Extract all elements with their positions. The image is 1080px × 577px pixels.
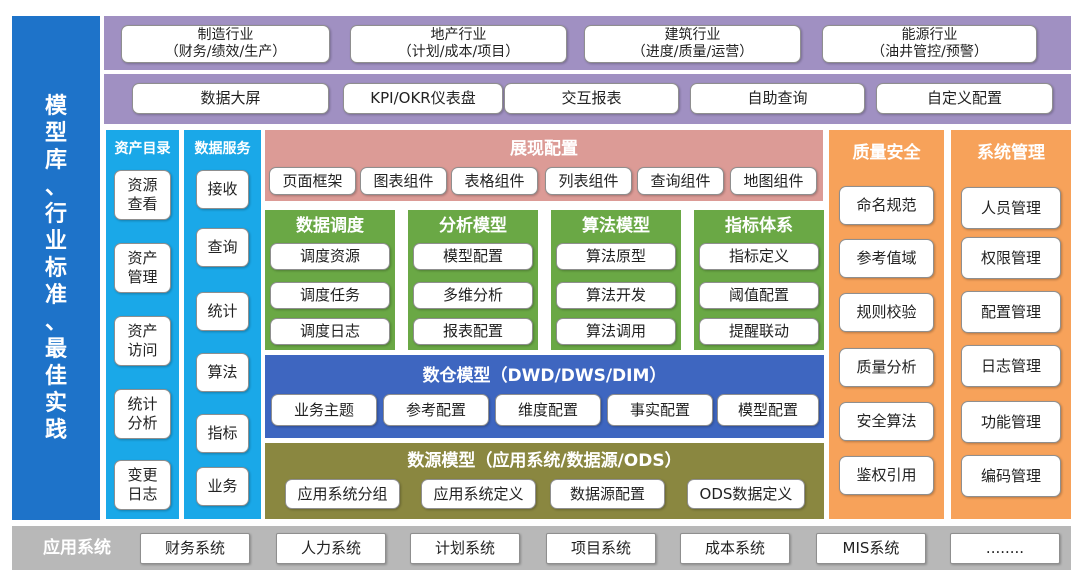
system-log[interactable]: 日志管理 (961, 345, 1061, 387)
app-system-cost[interactable]: 成本系统 (680, 533, 790, 564)
app-system-finance[interactable]: 财务系统 (140, 533, 250, 564)
scheduling-log[interactable]: 调度日志 (270, 318, 390, 345)
warehouse-model-config[interactable]: 模型配置 (717, 394, 819, 426)
indicator-system-panel: 指标体系 指标定义 阈值配置 提醒联动 (694, 210, 824, 350)
algorithm-prototype[interactable]: 算法原型 (556, 243, 676, 270)
display-query-component[interactable]: 查询组件 (637, 167, 724, 195)
datasource-ods-definition[interactable]: ODS数据定义 (687, 479, 805, 509)
datasource-config[interactable]: 数据源配置 (550, 479, 665, 509)
warehouse-fact-config[interactable]: 事实配置 (607, 394, 713, 426)
quality-rule-check[interactable]: 规则校验 (839, 293, 934, 332)
industry-manufacturing[interactable]: 制造行业 （财务/绩效/生产） (121, 25, 330, 63)
asset-catalog-title: 资产目录 (114, 141, 171, 157)
asset-statistics[interactable]: 统计 分析 (114, 389, 171, 439)
app-band: 数据大屏 KPI/OKR仪表盘 交互报表 自助查询 自定义配置 (104, 74, 1071, 124)
app-systems-band: 应用系统 财务系统 人力系统 计划系统 项目系统 成本系统 MIS系统 ....… (12, 526, 1071, 570)
industry-construction[interactable]: 建筑行业 （进度/质量/运营） (584, 25, 801, 63)
industry-energy[interactable]: 能源行业 （油井管控/预警） (822, 25, 1037, 63)
quality-reference-domain[interactable]: 参考值域 (839, 239, 934, 278)
analysis-model-title: 分析模型 (439, 216, 507, 236)
scheduling-resource[interactable]: 调度资源 (270, 243, 390, 270)
asset-resource-view[interactable]: 资源 查看 (114, 170, 171, 220)
display-config-panel: 展现配置 页面框架 图表组件 表格组件 列表组件 查询组件 地图组件 (265, 130, 823, 201)
warehouse-business-topic[interactable]: 业务主题 (271, 394, 377, 426)
display-map-component[interactable]: 地图组件 (730, 167, 817, 195)
analysis-model-config[interactable]: 模型配置 (413, 243, 533, 270)
service-indicator[interactable]: 指标 (196, 414, 249, 453)
app-system-project[interactable]: 项目系统 (546, 533, 656, 564)
asset-access[interactable]: 资产 访问 (114, 316, 171, 366)
model-library-sidebar: 模型库 、 行业标准 、 最佳实践 (12, 16, 100, 520)
system-management-panel: 系统管理 人员管理 权限管理 配置管理 日志管理 功能管理 编码管理 (951, 130, 1071, 519)
algorithm-development[interactable]: 算法开发 (556, 282, 676, 309)
quality-analysis[interactable]: 质量分析 (839, 348, 934, 387)
indicator-threshold[interactable]: 阈值配置 (699, 282, 819, 309)
service-algorithm[interactable]: 算法 (196, 353, 249, 392)
display-page-frame[interactable]: 页面框架 (269, 167, 356, 195)
warehouse-dimension-config[interactable]: 维度配置 (495, 394, 601, 426)
quality-security-algorithm[interactable]: 安全算法 (839, 402, 934, 441)
display-chart-component[interactable]: 图表组件 (360, 167, 447, 195)
quality-naming-rule[interactable]: 命名规范 (839, 186, 934, 225)
app-system-mis[interactable]: MIS系统 (816, 533, 926, 564)
asset-change-log[interactable]: 变更 日志 (114, 460, 171, 510)
app-self-service-query[interactable]: 自助查询 (690, 83, 865, 114)
datasource-model-title: 数源模型（应用系统/数据源/ODS） (407, 451, 682, 471)
display-list-component[interactable]: 列表组件 (545, 167, 632, 195)
system-personnel[interactable]: 人员管理 (961, 187, 1061, 229)
app-data-screen[interactable]: 数据大屏 (132, 83, 329, 114)
system-function[interactable]: 功能管理 (961, 401, 1061, 443)
scheduling-task[interactable]: 调度任务 (270, 282, 390, 309)
data-service-title: 数据服务 (194, 141, 251, 157)
service-query[interactable]: 查询 (196, 228, 249, 267)
app-interactive-report[interactable]: 交互报表 (504, 83, 679, 114)
datasource-app-group[interactable]: 应用系统分组 (285, 479, 400, 509)
datasource-app-definition[interactable]: 应用系统定义 (421, 479, 536, 509)
app-kpi-dashboard[interactable]: KPI/OKR仪表盘 (343, 83, 503, 114)
system-permission[interactable]: 权限管理 (961, 237, 1061, 279)
industry-band: 制造行业 （财务/绩效/生产） 地产行业 （计划/成本/项目） 建筑行业 （进度… (104, 16, 1071, 70)
indicator-alert-link[interactable]: 提醒联动 (699, 318, 819, 345)
datasource-model-panel: 数源模型（应用系统/数据源/ODS） 应用系统分组 应用系统定义 数据源配置 O… (265, 443, 824, 519)
quality-security-title: 质量安全 (852, 143, 921, 163)
algorithm-model-panel: 算法模型 算法原型 算法开发 算法调用 (551, 210, 681, 350)
app-system-more[interactable]: ........ (950, 533, 1060, 564)
app-systems-title: 应用系统 (43, 538, 111, 558)
indicator-system-title: 指标体系 (725, 216, 793, 236)
algorithm-invoke[interactable]: 算法调用 (556, 318, 676, 345)
warehouse-model-title: 数仓模型（DWD/DWS/DIM） (422, 366, 667, 386)
analysis-multidim[interactable]: 多维分析 (413, 282, 533, 309)
indicator-definition[interactable]: 指标定义 (699, 243, 819, 270)
analysis-model-panel: 分析模型 模型配置 多维分析 报表配置 (408, 210, 538, 350)
display-config-title: 展现配置 (510, 139, 578, 159)
data-scheduling-panel: 数据调度 调度资源 调度任务 调度日志 (265, 210, 395, 350)
algorithm-model-title: 算法模型 (582, 216, 650, 236)
asset-management[interactable]: 资产 管理 (114, 243, 171, 293)
industry-real-estate[interactable]: 地产行业 （计划/成本/项目） (350, 25, 567, 63)
system-management-title: 系统管理 (977, 143, 1045, 163)
system-coding[interactable]: 编码管理 (961, 455, 1061, 497)
system-config[interactable]: 配置管理 (961, 291, 1061, 333)
warehouse-model-panel: 数仓模型（DWD/DWS/DIM） 业务主题 参考配置 维度配置 事实配置 模型… (265, 355, 824, 438)
data-service-panel: 数据服务 接收 查询 统计 算法 指标 业务 (184, 130, 261, 519)
app-system-hr[interactable]: 人力系统 (276, 533, 386, 564)
quality-security-panel: 质量安全 命名规范 参考值域 规则校验 质量分析 安全算法 鉴权引用 (829, 130, 944, 519)
model-library-label: 模型库 、 行业标准 、 最佳实践 (44, 93, 67, 443)
display-table-component[interactable]: 表格组件 (451, 167, 538, 195)
app-custom-config[interactable]: 自定义配置 (876, 83, 1053, 114)
warehouse-reference-config[interactable]: 参考配置 (383, 394, 489, 426)
asset-catalog-panel: 资产目录 资源 查看 资产 管理 资产 访问 统计 分析 变更 日志 (106, 130, 179, 519)
analysis-report-config[interactable]: 报表配置 (413, 318, 533, 345)
service-business[interactable]: 业务 (196, 467, 249, 506)
app-system-planning[interactable]: 计划系统 (410, 533, 520, 564)
data-scheduling-title: 数据调度 (296, 216, 364, 236)
service-statistics[interactable]: 统计 (196, 292, 249, 331)
service-receive[interactable]: 接收 (196, 170, 249, 209)
quality-auth-reference[interactable]: 鉴权引用 (839, 456, 934, 495)
